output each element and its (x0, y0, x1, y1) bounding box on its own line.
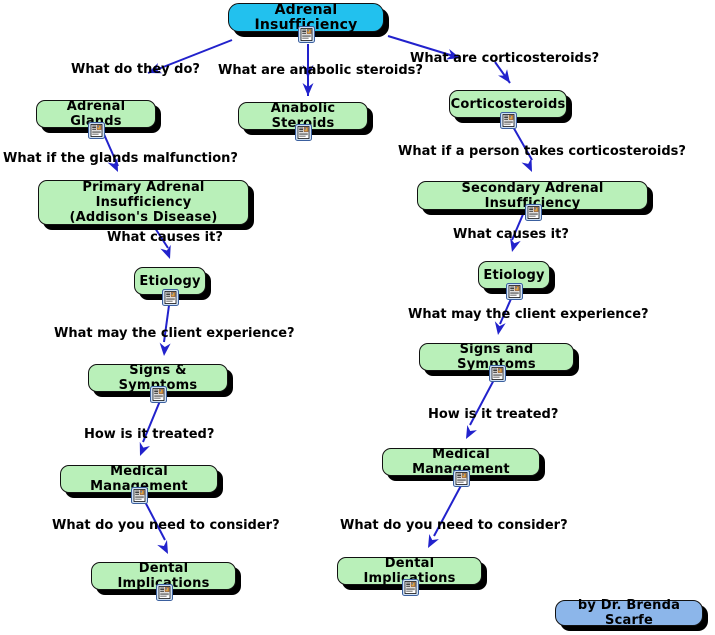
concept-node-label: Dental Implications (117, 561, 210, 591)
concept-node-label: Dental Implications (363, 556, 456, 586)
concept-node-medical-r[interactable]: Medical Management (382, 447, 540, 477)
document-resource-icon[interactable] (88, 122, 105, 139)
edge-arrowhead (139, 441, 150, 456)
concept-node-label: Corticosteroids (450, 96, 566, 112)
concept-node-label: Medical Management (90, 464, 188, 494)
document-resource-icon[interactable] (162, 289, 179, 306)
edge-arrowhead (428, 533, 439, 548)
edge-arrowhead (466, 424, 477, 439)
edge-arrowhead (302, 83, 314, 96)
document-resource-icon[interactable] (155, 584, 173, 601)
edge-label: How is it treated? (428, 407, 559, 422)
document-resource-icon[interactable] (298, 26, 315, 43)
document-resource-icon[interactable] (488, 365, 506, 382)
concept-node-label: Etiology (139, 273, 201, 289)
edge-arrowhead (521, 157, 532, 172)
edge-label: What are anabolic steroids? (218, 63, 423, 78)
concept-node-label: Signs & Symptoms (118, 363, 198, 393)
edge-arrowhead (160, 244, 171, 259)
edge-arrowhead (157, 539, 168, 554)
edge-label: What may the client experience? (408, 307, 649, 322)
concept-node-primary[interactable]: Primary Adrenal Insufficiency (Addison's… (38, 180, 249, 225)
document-resource-icon[interactable] (131, 487, 148, 504)
concept-node-label: by Dr. Brenda Scarfe (577, 598, 681, 628)
edge-label: What do you need to consider? (340, 518, 568, 533)
edge-arrowhead (494, 321, 506, 335)
edge-label: What if a person takes corticosteroids? (398, 144, 686, 159)
document-resource-icon[interactable] (401, 579, 419, 596)
edge-arrowhead (159, 342, 171, 356)
concept-node-label: Adrenal Insufficiency (254, 1, 358, 33)
edge-label: What may the client experience? (54, 326, 295, 341)
concept-node-label: Primary Adrenal Insufficiency (Addison's… (69, 180, 218, 225)
edge-label: What are corticosteroids? (410, 51, 600, 66)
edge-label: What causes it? (107, 230, 223, 245)
edge-label: What do you need to consider? (52, 518, 280, 533)
document-resource-icon[interactable] (453, 470, 470, 487)
edge-label: What if the glands malfunction? (3, 151, 238, 166)
edge-label: What causes it? (453, 227, 569, 242)
edge-label: What do they do? (71, 62, 200, 77)
concept-node-label: Medical Management (412, 447, 510, 477)
concept-node-label: Secondary Adrenal Insufficiency (461, 180, 604, 211)
concept-node-label: Etiology (483, 267, 545, 283)
concept-node-label: Adrenal Glands (66, 99, 126, 129)
concept-node-signature[interactable]: by Dr. Brenda Scarfe (555, 598, 703, 628)
document-resource-icon[interactable] (500, 112, 517, 129)
edge-arrowhead (498, 69, 510, 83)
concept-node-medical-l[interactable]: Medical Management (60, 464, 218, 494)
document-resource-icon[interactable] (295, 124, 312, 141)
document-resource-icon[interactable] (506, 283, 523, 300)
document-resource-icon[interactable] (524, 204, 542, 221)
edge-label: How is it treated? (84, 427, 215, 442)
concept-node-label: Signs and Symptoms (457, 342, 536, 372)
document-resource-icon[interactable] (150, 386, 167, 403)
concept-node-anabolic[interactable]: Anabolic Steroids (238, 101, 368, 131)
concept-node-label: Anabolic Steroids (270, 101, 336, 131)
